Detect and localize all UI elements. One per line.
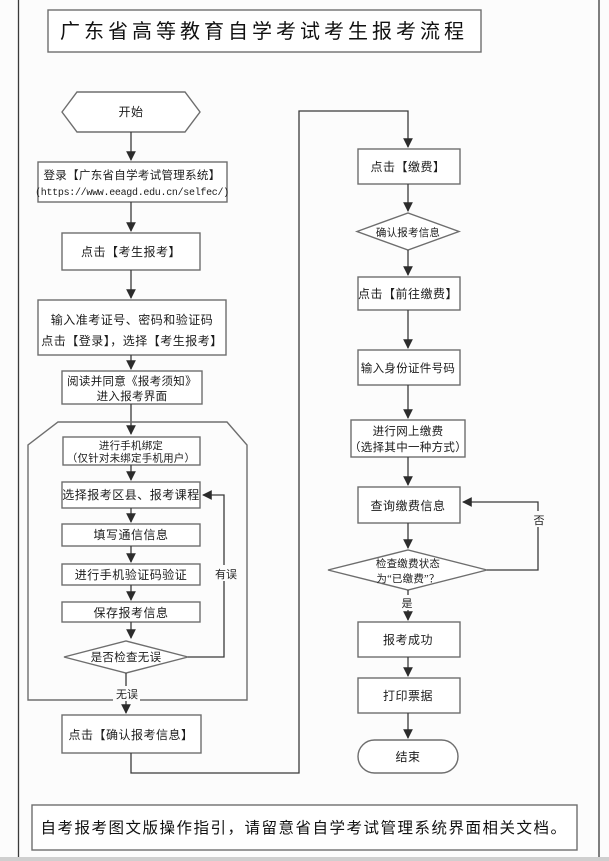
edge-label-no: 否 — [534, 515, 545, 527]
node-confirm-info: 点击【确认报考信息】 — [61, 714, 202, 754]
no-label-bg — [531, 511, 547, 527]
decision-check-correct: 是否检查无误 — [63, 640, 189, 674]
register-success-label: 报考成功 — [383, 632, 433, 647]
payment-status-line1: 检查缴费状态 — [376, 557, 440, 570]
id-number-label: 输入身份证件号码 — [361, 361, 455, 375]
footer-box: 自考报考图文版操作指引，请留意省自学考试管理系统界面相关文档。 — [31, 804, 578, 851]
goto-pay-label: 点击【前往缴费】 — [358, 286, 458, 301]
enter-credentials-line1: 输入准考证号、密码和验证码 — [51, 312, 214, 327]
select-courses-label: 选择报考区县、报考课程 — [62, 487, 200, 502]
end-label: 结束 — [395, 750, 420, 764]
payment-status-line2: 为“已缴费”？ — [376, 572, 439, 585]
node-start: 开始 — [61, 91, 201, 133]
edge-label-error: 有误 — [215, 567, 237, 581]
online-pay-line1: 进行网上缴费 — [373, 424, 444, 438]
node-id-number: 输入身份证件号码 — [357, 349, 461, 386]
title-box: 广东省高等教育自学考试考生报考流程 — [47, 9, 482, 53]
node-login: 登录【广东省自学考试管理系统】 (https://www.eeagd.edu.c… — [35, 161, 229, 203]
phone-binding-line2: （仅针对未绑定手机用户） — [67, 452, 195, 465]
confirm-decision-label: 确认报考信息 — [376, 226, 440, 239]
print-receipt-label: 打印票据 — [383, 689, 433, 703]
node-phone-binding: 进行手机绑定 （仅针对未绑定手机用户） — [62, 436, 201, 466]
login-label: 登录【广东省自学考试管理系统】 — [44, 168, 221, 182]
node-read-notice: 阅读并同意《报考须知》 进入报考界面 — [61, 370, 203, 405]
page-title: 广东省高等教育自学考试考生报考流程 — [60, 20, 468, 43]
online-pay-line2: （选择其中一种方式） — [349, 440, 467, 454]
edge-label-ok: 无误 — [116, 688, 138, 701]
no-loop-line — [462, 497, 539, 571]
enter-credentials-line2: 点击【登录】，选择【考生报考】 — [41, 333, 223, 348]
login-url: (https://www.eeagd.edu.cn/selfec/) — [35, 187, 229, 199]
click-candidate-register-label: 点击【考生报考】 — [81, 244, 181, 259]
check-correct-label: 是否检查无误 — [91, 650, 162, 664]
yes-label-bg — [399, 595, 416, 610]
read-notice-line1: 阅读并同意《报考须知》 — [67, 374, 197, 388]
fill-contact-label: 填写通信信息 — [93, 527, 168, 542]
node-goto-pay: 点击【前往缴费】 — [357, 276, 461, 311]
edge-label-yes: 是 — [402, 597, 413, 610]
node-print-receipt: 打印票据 — [357, 677, 461, 714]
registration-subprocess-container — [27, 421, 248, 701]
decision-confirm-info: 确认报考信息 — [354, 212, 462, 251]
confirm-info-label: 点击【确认报考信息】 — [68, 727, 193, 742]
column-connector-line — [130, 110, 413, 774]
node-enter-credentials: 输入准考证号、密码和验证码 点击【登录】，选择【考生报考】 — [37, 299, 227, 356]
node-sms-verify: 进行手机验证码验证 — [61, 563, 201, 586]
sms-verify-label: 进行手机验证码验证 — [75, 567, 188, 582]
node-register-success: 报考成功 — [357, 621, 461, 658]
query-payment-label: 查询缴费信息 — [370, 498, 445, 513]
start-label: 开始 — [118, 105, 143, 119]
node-click-candidate-register: 点击【考生报考】 — [61, 232, 201, 271]
node-end: 结束 — [357, 739, 459, 774]
node-fill-contact: 填写通信信息 — [61, 523, 201, 547]
node-online-pay: 进行网上缴费 （选择其中一种方式） — [349, 419, 467, 458]
decision-payment-status: 检查缴费状态 为“已缴费”？ — [327, 549, 488, 591]
ok-label-bg — [113, 686, 140, 701]
read-notice-line2: 进入报考界面 — [97, 389, 168, 403]
node-click-pay: 点击【缴费】 — [357, 148, 461, 185]
page-bottom-edge — [0, 857, 609, 861]
click-pay-label: 点击【缴费】 — [370, 159, 445, 174]
phone-binding-line1: 进行手机绑定 — [99, 439, 163, 452]
save-info-label: 保存报考信息 — [93, 605, 168, 620]
node-query-payment: 查询缴费信息 — [357, 486, 461, 524]
node-save-info: 保存报考信息 — [61, 601, 201, 623]
error-label-bg — [212, 565, 239, 581]
footer-text: 自考报考图文版操作指引，请留意省自学考试管理系统界面相关文档。 — [40, 818, 567, 837]
node-select-courses: 选择报考区县、报考课程 — [61, 481, 201, 509]
